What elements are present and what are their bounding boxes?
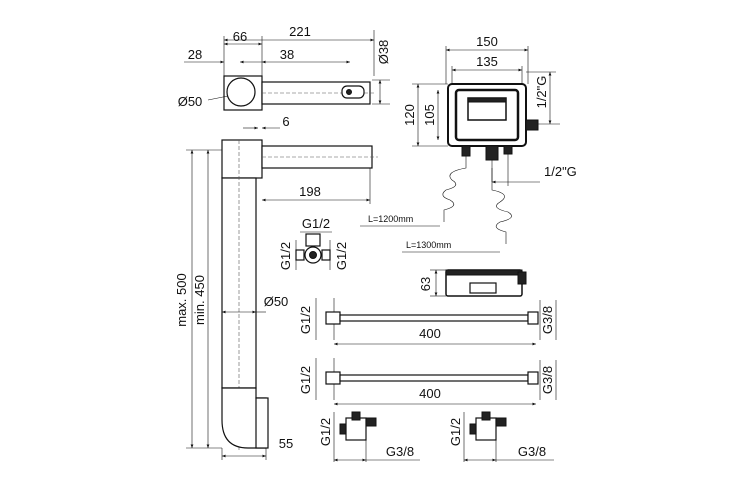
dim-221: 221 [289,24,311,39]
dim-66: 66 [233,29,247,44]
dim-55: 55 [279,436,293,451]
spout-column-side-view: 6 198 max. 500 min. 450 Ø50 55 [174,114,378,460]
dim-diam-50-top: Ø50 [178,94,203,109]
fitting-left-thread: G1/2 [278,242,293,270]
cable-2-length: L=1300mm [406,240,451,250]
dim-38: 38 [280,47,294,62]
valve-1-right-thread: G3/8 [386,444,414,459]
dim-diam-38: Ø38 [376,40,391,65]
dim-63: 63 [418,277,433,291]
tee-fitting: G1/2 G1/2 G1/2 [278,216,349,270]
dim-6: 6 [282,114,289,129]
hose-2-right-thread: G3/8 [540,366,555,394]
dim-min-450: min. 450 [192,275,207,325]
valve-1-left-thread: G1/2 [318,418,333,446]
valve-2-right-thread: G3/8 [518,444,546,459]
dim-120: 120 [402,104,417,126]
dim-105: 105 [422,104,437,126]
dim-198: 198 [299,184,321,199]
dim-diam-50-column: Ø50 [264,294,289,309]
cable-1-length: L=1200mm [368,214,413,224]
dim-150: 150 [476,34,498,49]
hose-1-length: 400 [419,326,441,341]
valve-2-left-thread: G1/2 [448,418,463,446]
fitting-right-thread: G1/2 [334,242,349,270]
dim-28: 28 [188,47,202,62]
control-box-right-thread: 1/2"G [534,76,549,109]
dim-max-500: max. 500 [174,273,189,326]
control-box: 150 135 120 105 1/2"G 1/2"G [360,34,577,253]
fitting-top-thread: G1/2 [302,216,330,231]
dim-135: 135 [476,54,498,69]
hose-1: G1/2 G3/8 400 [298,298,557,346]
valve-2: G1/2 G3/8 [448,411,554,462]
tray-side-view: 63 [418,269,527,297]
hose-2-length: 400 [419,386,441,401]
hose-2-left-thread: G1/2 [298,366,313,394]
control-box-bottom-thread: 1/2"G [544,164,577,179]
hose-2: G1/2 G3/8 400 [298,358,557,406]
spout-top-view: 221 66 28 38 Ø38 Ø50 [178,24,391,111]
hose-1-right-thread: G3/8 [540,306,555,334]
valve-1: G1/2 G3/8 [318,411,420,462]
hose-1-left-thread: G1/2 [298,306,313,334]
